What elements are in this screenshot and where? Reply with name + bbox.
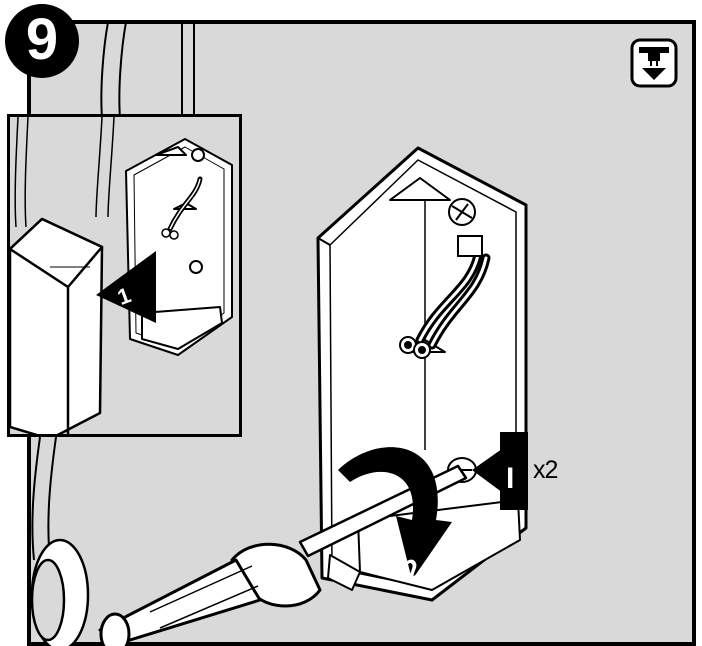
- top-screw: [448, 198, 476, 226]
- arrow-1-main: [472, 432, 528, 510]
- inset-illustration: 1: [10, 117, 233, 434]
- ceiling-mount-down-arrow-icon: [630, 38, 678, 88]
- wire-pair-highlight: [418, 253, 488, 347]
- screw-count-label: x2: [533, 456, 558, 484]
- wire-clip: [457, 235, 483, 257]
- inset-detail-panel: 1: [7, 114, 242, 437]
- step-number: 9: [25, 7, 59, 72]
- rotation-arrow: [338, 447, 452, 580]
- step-number-badge: 9: [5, 4, 79, 78]
- valve-shape: [30, 538, 90, 646]
- wire-connectors: [399, 336, 431, 359]
